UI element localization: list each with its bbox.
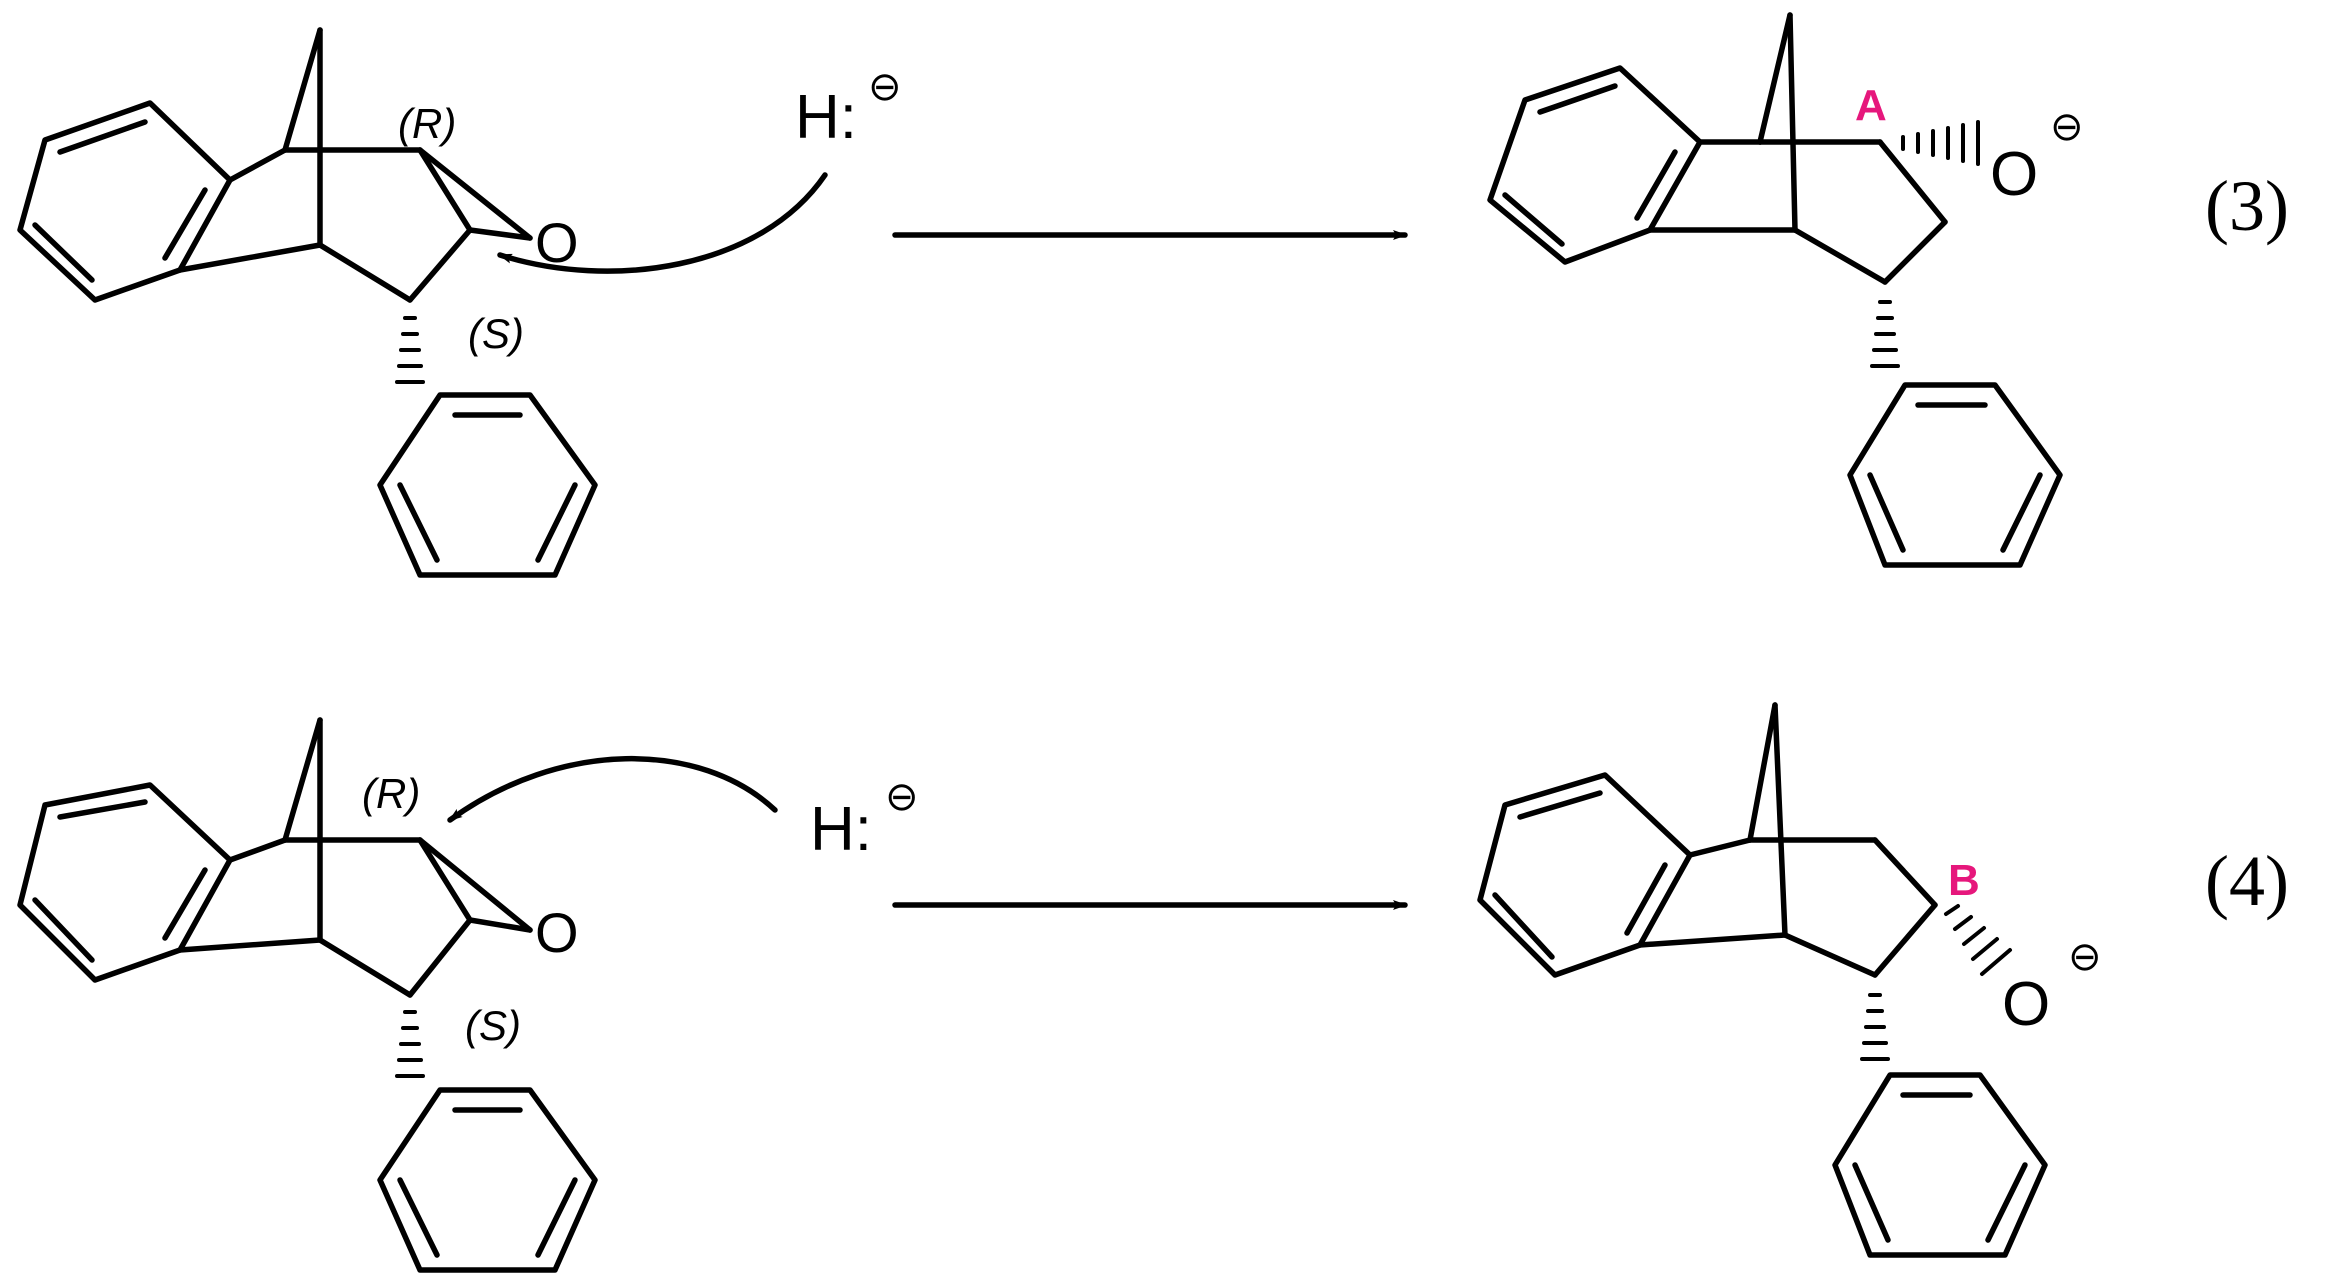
phenyl-ring [377,1087,598,1273]
hydride-charge: ⊖ [885,775,919,819]
equation-number: (3) [2205,166,2289,246]
alkoxide-charge: ⊖ [2050,105,2084,149]
phenyl-ring [1847,382,2063,568]
alkoxide-oxygen: O [2002,970,2050,1039]
hashed-wedge [395,1010,425,1078]
phenyl-ring [377,392,598,578]
hydride-reagent: H: [810,795,872,864]
phenyl-ring [1832,1072,2048,1258]
product-3-alkoxide: A O ⊖ [1487,12,2084,568]
alkoxide-oxygen: O [1990,140,2038,209]
hashed-wedge [1870,300,1900,368]
curved-arrow [497,172,828,274]
hashed-wedge [1901,120,1980,166]
carbonyl-oxygen: O [535,901,579,964]
hashed-wedge [1944,904,2012,976]
stereocenter-label: B [1948,856,1980,905]
stereo-label-s: (S) [468,310,524,357]
hashed-wedge [395,316,425,384]
hydride-reagent: H: [795,83,857,152]
curved-arrow [447,756,778,823]
alkoxide-charge: ⊖ [2068,935,2102,979]
hashed-wedge [1860,993,1890,1061]
product-4-alkoxide: B O ⊖ [1477,702,2102,1258]
reactant-3-ketone: O (R) (S) [17,27,598,578]
reaction-3: O (R) (S) H: ⊖ [17,12,2289,578]
stereo-label-s: (S) [465,1002,521,1049]
reaction-4: O (R) (S) H: ⊖ [17,702,2289,1273]
stereo-label-r: (R) [362,770,420,817]
stereocenter-label: A [1855,81,1887,130]
reactant-4-ketone: O (R) (S) [17,717,598,1273]
hydride-charge: ⊖ [868,65,902,109]
stereo-label-r: (R) [398,100,456,147]
equation-number: (4) [2205,841,2289,921]
